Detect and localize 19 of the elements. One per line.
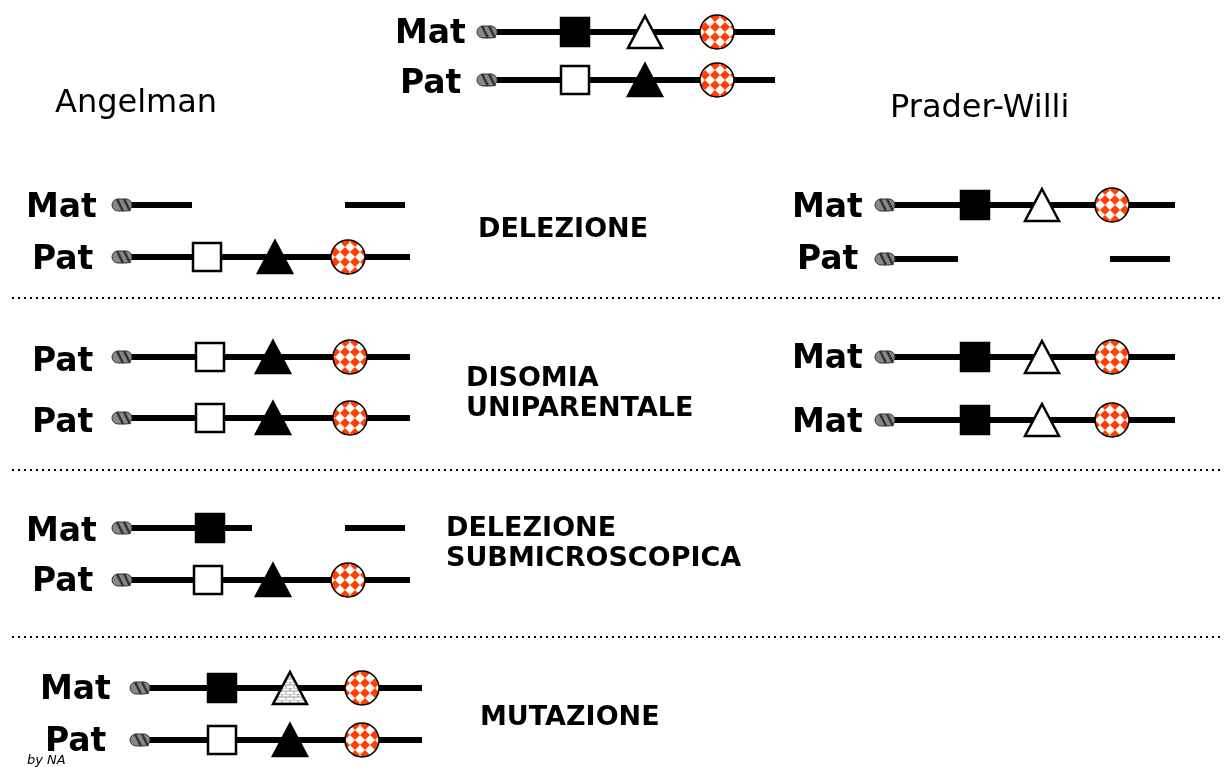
chromosome-label: Mat (26, 187, 97, 225)
mechanism-label: DELEZIONE SUBMICROSCOPICA (446, 512, 743, 572)
chromosome-label: Mat (792, 338, 863, 376)
mechanism-label: DELEZIONE (478, 213, 649, 243)
chromosome-label: Pat (400, 63, 462, 101)
syndrome-heading: Prader-Willi (890, 89, 1070, 125)
mechanism-label: DISOMIA UNIPARENTALE (466, 362, 695, 422)
chromosome-label: Mat (792, 402, 863, 440)
chromosome-label: Pat (32, 341, 94, 379)
mechanism-label: MUTAZIONE (480, 701, 660, 731)
chromosome-label: Pat (32, 402, 94, 440)
chromosome-label: Mat (40, 669, 111, 707)
chromosome-label: Mat (26, 511, 97, 549)
chromosome-label: Pat (32, 561, 94, 599)
chromosome-label: Pat (797, 239, 859, 277)
chromosome-label: Mat (395, 13, 466, 51)
chromosome-label: Pat (32, 239, 94, 277)
syndrome-heading: Angelman (55, 84, 218, 120)
chromosome-label: Mat (792, 187, 863, 225)
